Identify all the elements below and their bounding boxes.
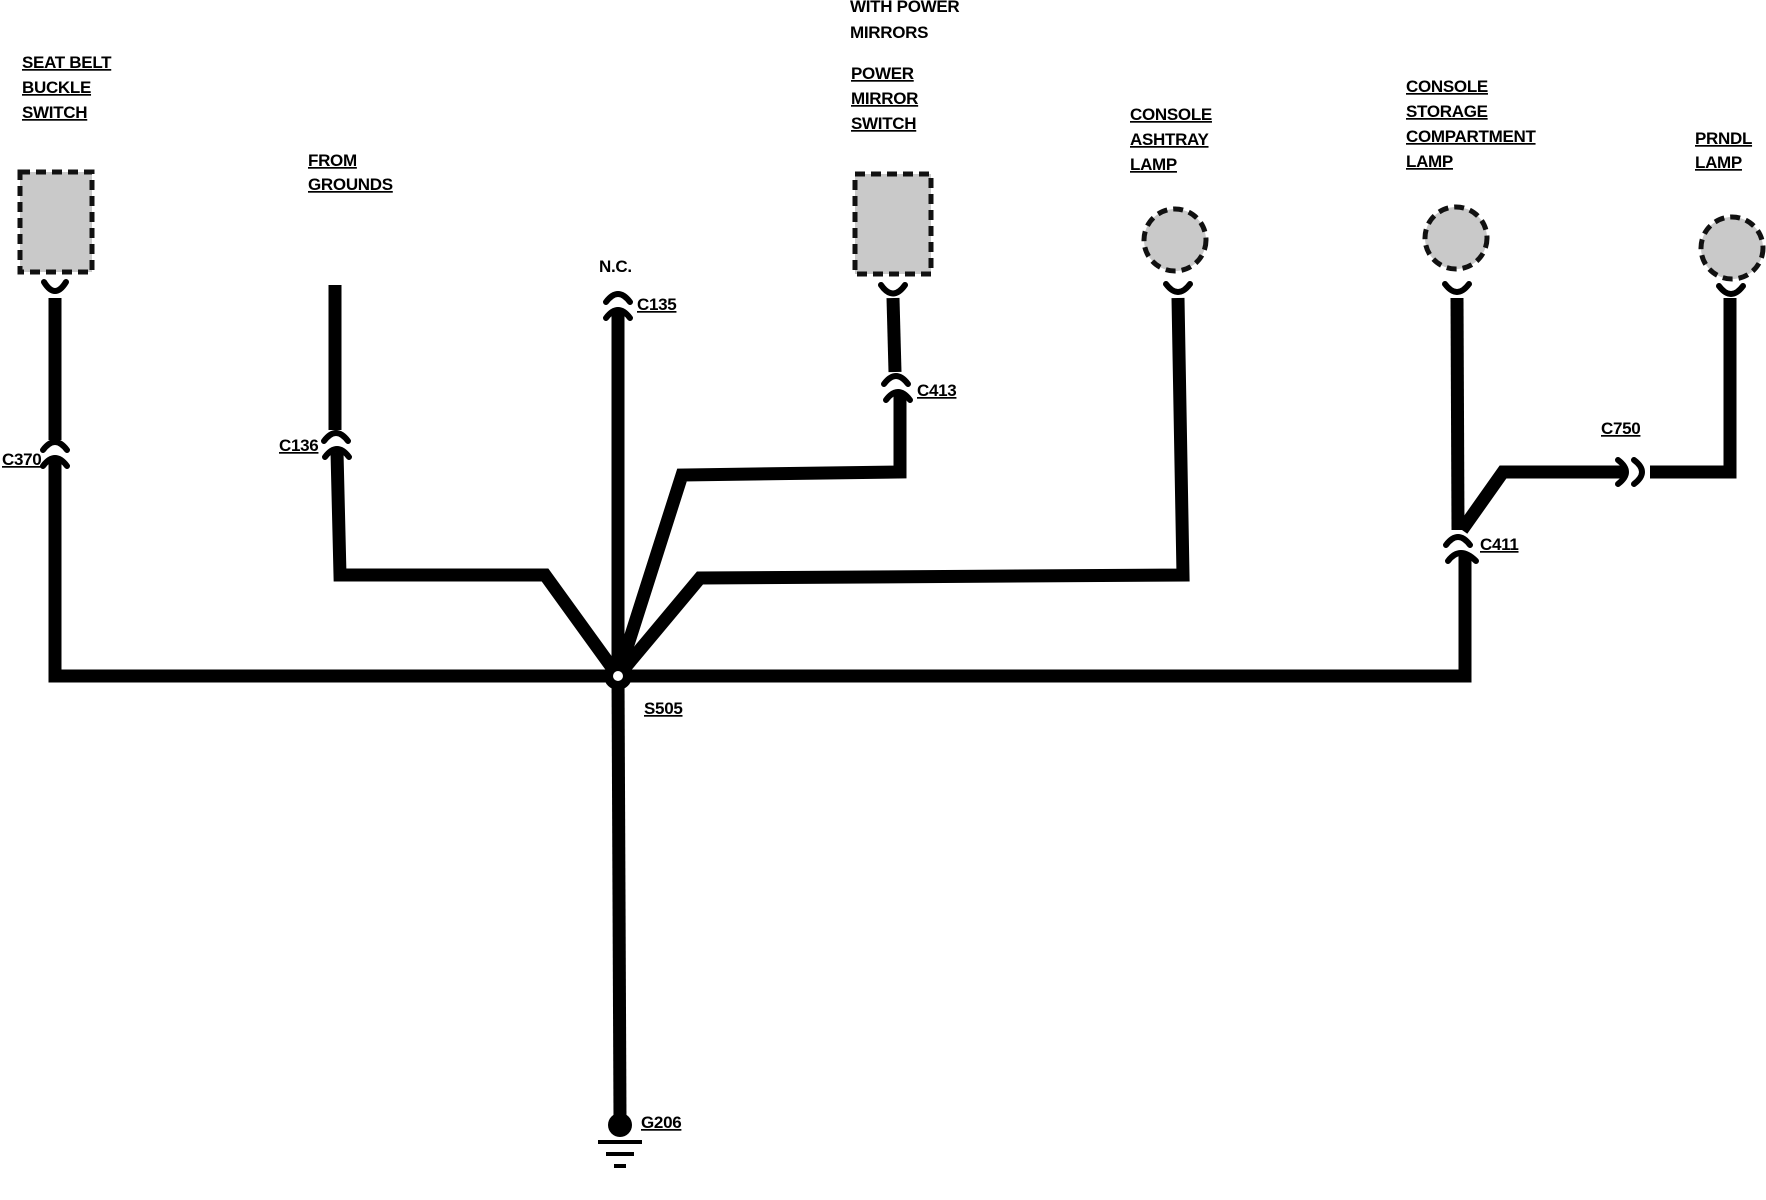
splice-s505-label: S505 <box>644 699 683 718</box>
c750-label: C750 <box>1601 419 1640 438</box>
power-mirror-switch <box>852 171 934 277</box>
wire-main-bus <box>48 460 1472 683</box>
seat-belt-switch-terminal <box>41 279 69 294</box>
c411-connector-lower <box>1445 550 1479 564</box>
prndl-lamp-terminal <box>1716 283 1746 297</box>
console-storage-lamp-bulb <box>1422 204 1490 272</box>
ashtray-label-line3: LAMP <box>1130 155 1177 174</box>
storage-label-line1: CONSOLE <box>1406 77 1488 96</box>
c136-label: C136 <box>279 436 318 455</box>
wire-to-ground <box>611 675 627 1121</box>
wire-grounds-to-splice <box>330 451 624 680</box>
c136-connector-lower <box>322 446 352 460</box>
from-grounds-label-line2: GROUNDS <box>308 175 393 194</box>
ashtray-label-line1: CONSOLE <box>1130 105 1212 124</box>
c750-connector-left <box>1615 457 1629 487</box>
c135-connector-upper <box>603 291 633 305</box>
ground-bar-3 <box>614 1164 626 1168</box>
console-ashtray-lamp-bulb <box>1141 206 1209 274</box>
ashtray-label-line2: ASHTRAY <box>1130 130 1209 149</box>
splice-s505-center <box>613 671 623 681</box>
prndl-lamp-bulb <box>1698 214 1766 282</box>
connectors <box>40 291 1645 564</box>
c370-connector-upper <box>40 439 70 453</box>
ground-bar-1 <box>598 1140 642 1144</box>
labels: SEAT BELT BUCKLE SWITCH FROM GROUNDS WIT… <box>2 0 1752 1132</box>
ashtray-lamp-terminal <box>1163 281 1193 295</box>
prndl-label-line2: LAMP <box>1695 153 1742 172</box>
storage-lamp-terminal <box>1442 281 1472 295</box>
wire-ashtray-lamp <box>613 297 1190 681</box>
wire-storage-lamp <box>1450 297 1465 531</box>
c136-connector-upper <box>321 430 351 444</box>
ground-g206-label: G206 <box>641 1113 681 1132</box>
c413-connector-upper <box>881 373 911 387</box>
power-mirror-label-line3: SWITCH <box>851 114 916 133</box>
c411-label: C411 <box>1480 535 1519 554</box>
wire-prndl-branch <box>1456 465 1625 534</box>
wire-power-mirror <box>611 395 907 678</box>
wires <box>48 285 1737 1121</box>
c370-label: C370 <box>2 450 41 469</box>
from-grounds-label-line1: FROM <box>308 151 357 170</box>
c411-connector-upper <box>1443 534 1473 548</box>
power-mirror-terminal <box>878 282 908 297</box>
c413-connector-lower <box>883 389 913 403</box>
splice-and-ground <box>598 662 642 1168</box>
c413-label: C413 <box>917 381 956 400</box>
storage-label-line2: STORAGE <box>1406 102 1488 121</box>
nc-label: N.C. <box>599 257 632 276</box>
storage-label-line3: COMPARTMENT <box>1406 127 1536 146</box>
components <box>17 169 1766 297</box>
c370-connector-lower <box>40 455 70 469</box>
power-mirrors-note-line2: MIRRORS <box>850 23 928 42</box>
ground-g206-dot <box>608 1113 632 1137</box>
seat-belt-label-line1: SEAT BELT <box>22 53 112 72</box>
wire-prndl-lamp <box>1650 298 1737 479</box>
seat-belt-switch <box>17 169 95 275</box>
seat-belt-label-line3: SWITCH <box>22 103 87 122</box>
power-mirror-label-line1: POWER <box>851 64 914 83</box>
storage-label-line4: LAMP <box>1406 152 1453 171</box>
prndl-label-line1: PRNDL <box>1695 129 1752 148</box>
c750-connector-right <box>1631 457 1645 487</box>
c135-label: C135 <box>637 295 676 314</box>
wire-power-mirror-upper <box>886 297 902 373</box>
power-mirror-label-line2: MIRROR <box>851 89 918 108</box>
ground-bar-2 <box>606 1152 634 1156</box>
power-mirrors-note-line1: WITH POWER <box>850 0 959 16</box>
c135-connector-lower <box>603 307 633 321</box>
seat-belt-label-line2: BUCKLE <box>22 78 91 97</box>
